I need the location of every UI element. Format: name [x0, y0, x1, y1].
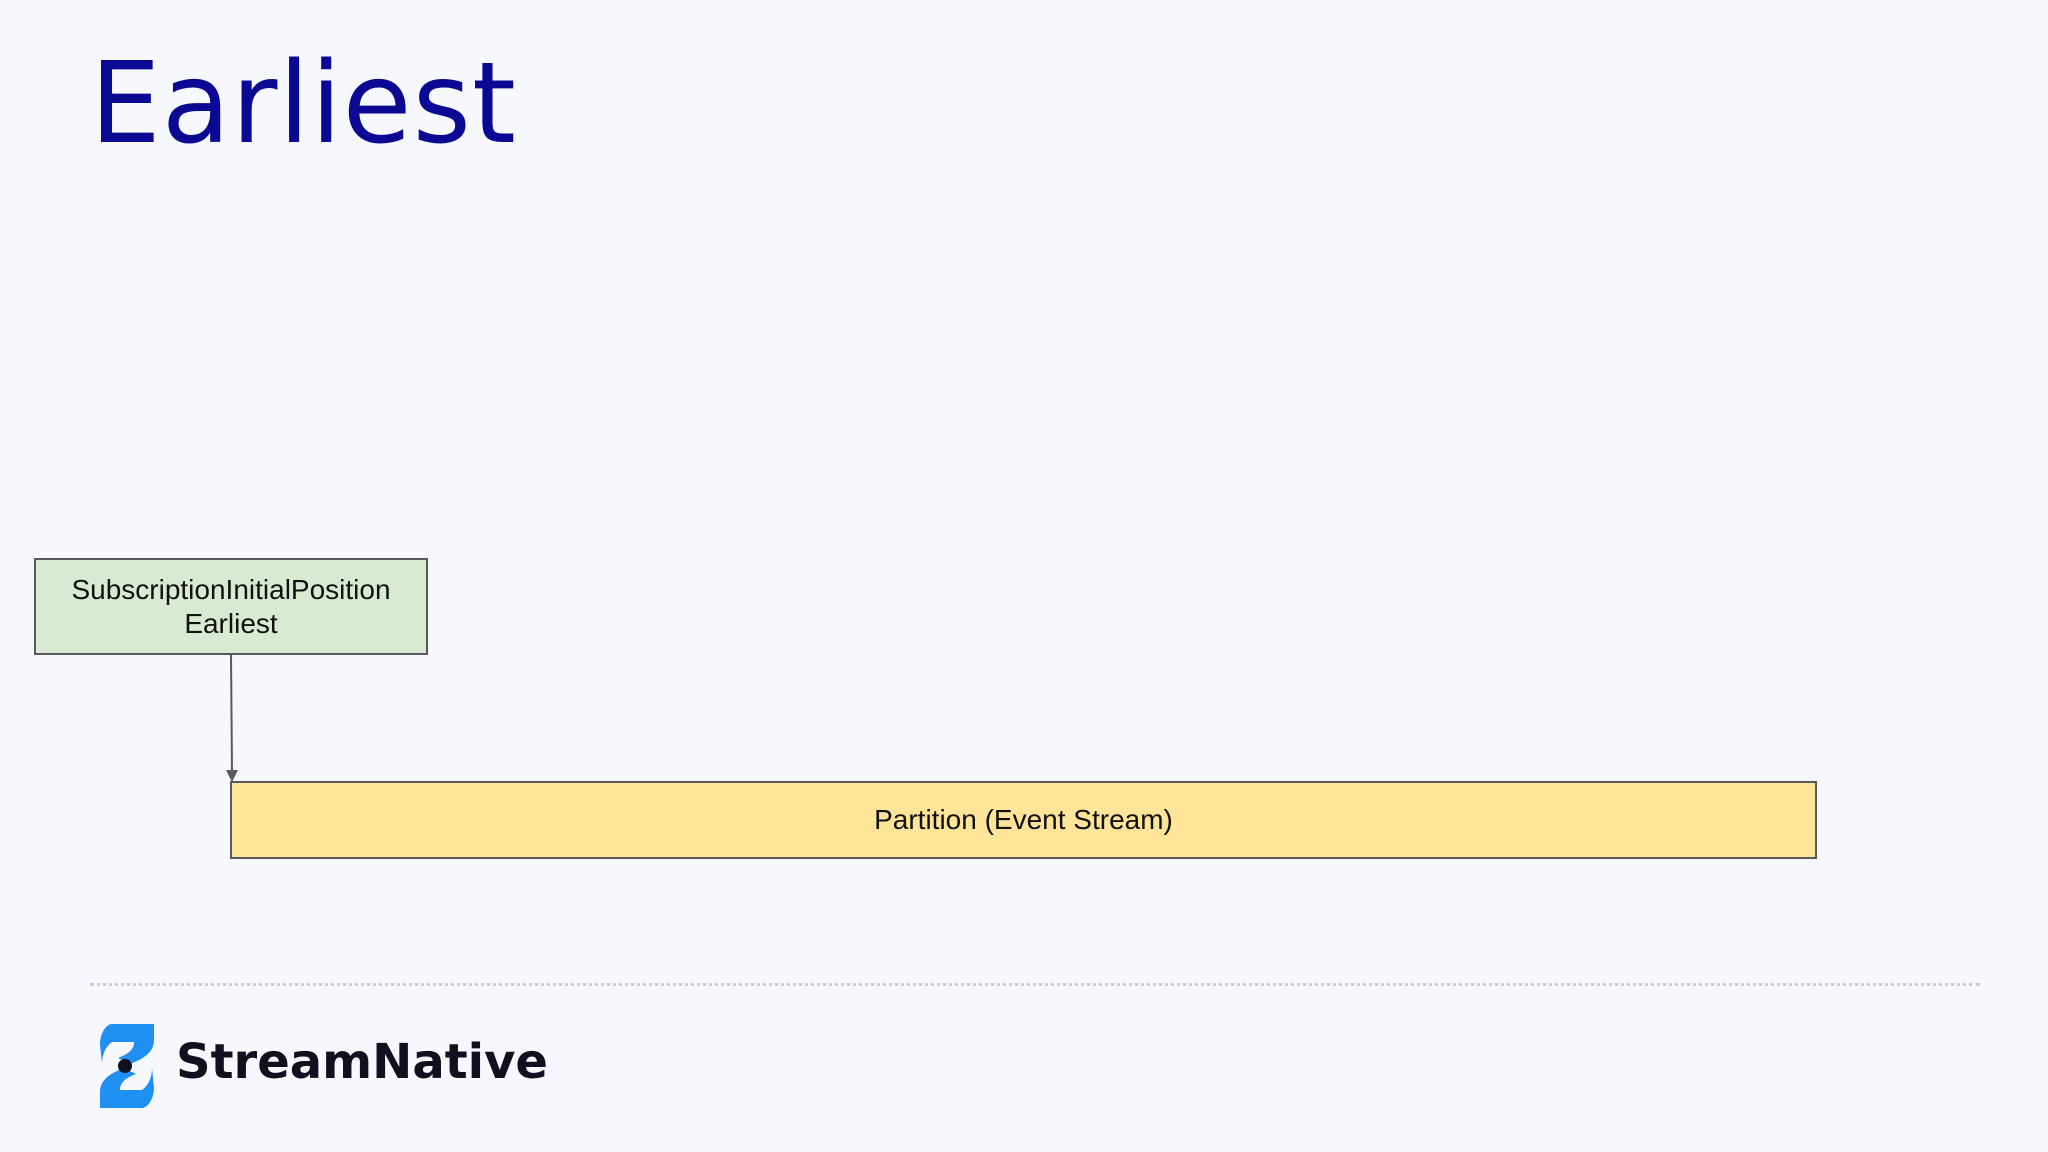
partition-box-label: Partition (Event Stream) [874, 804, 1173, 835]
position-box-line1: SubscriptionInitialPosition [71, 573, 391, 605]
subscription-initial-position-box: SubscriptionInitialPosition Earliest [34, 558, 428, 655]
footer-divider [90, 983, 1980, 986]
streamnative-logo-icon [100, 1024, 154, 1108]
position-box-line2: Earliest [184, 607, 278, 639]
partition-event-stream-box: Partition (Event Stream) [230, 781, 1817, 859]
slide-title: Earliest [90, 39, 517, 169]
brand-name: StreamNative [176, 1034, 548, 1090]
